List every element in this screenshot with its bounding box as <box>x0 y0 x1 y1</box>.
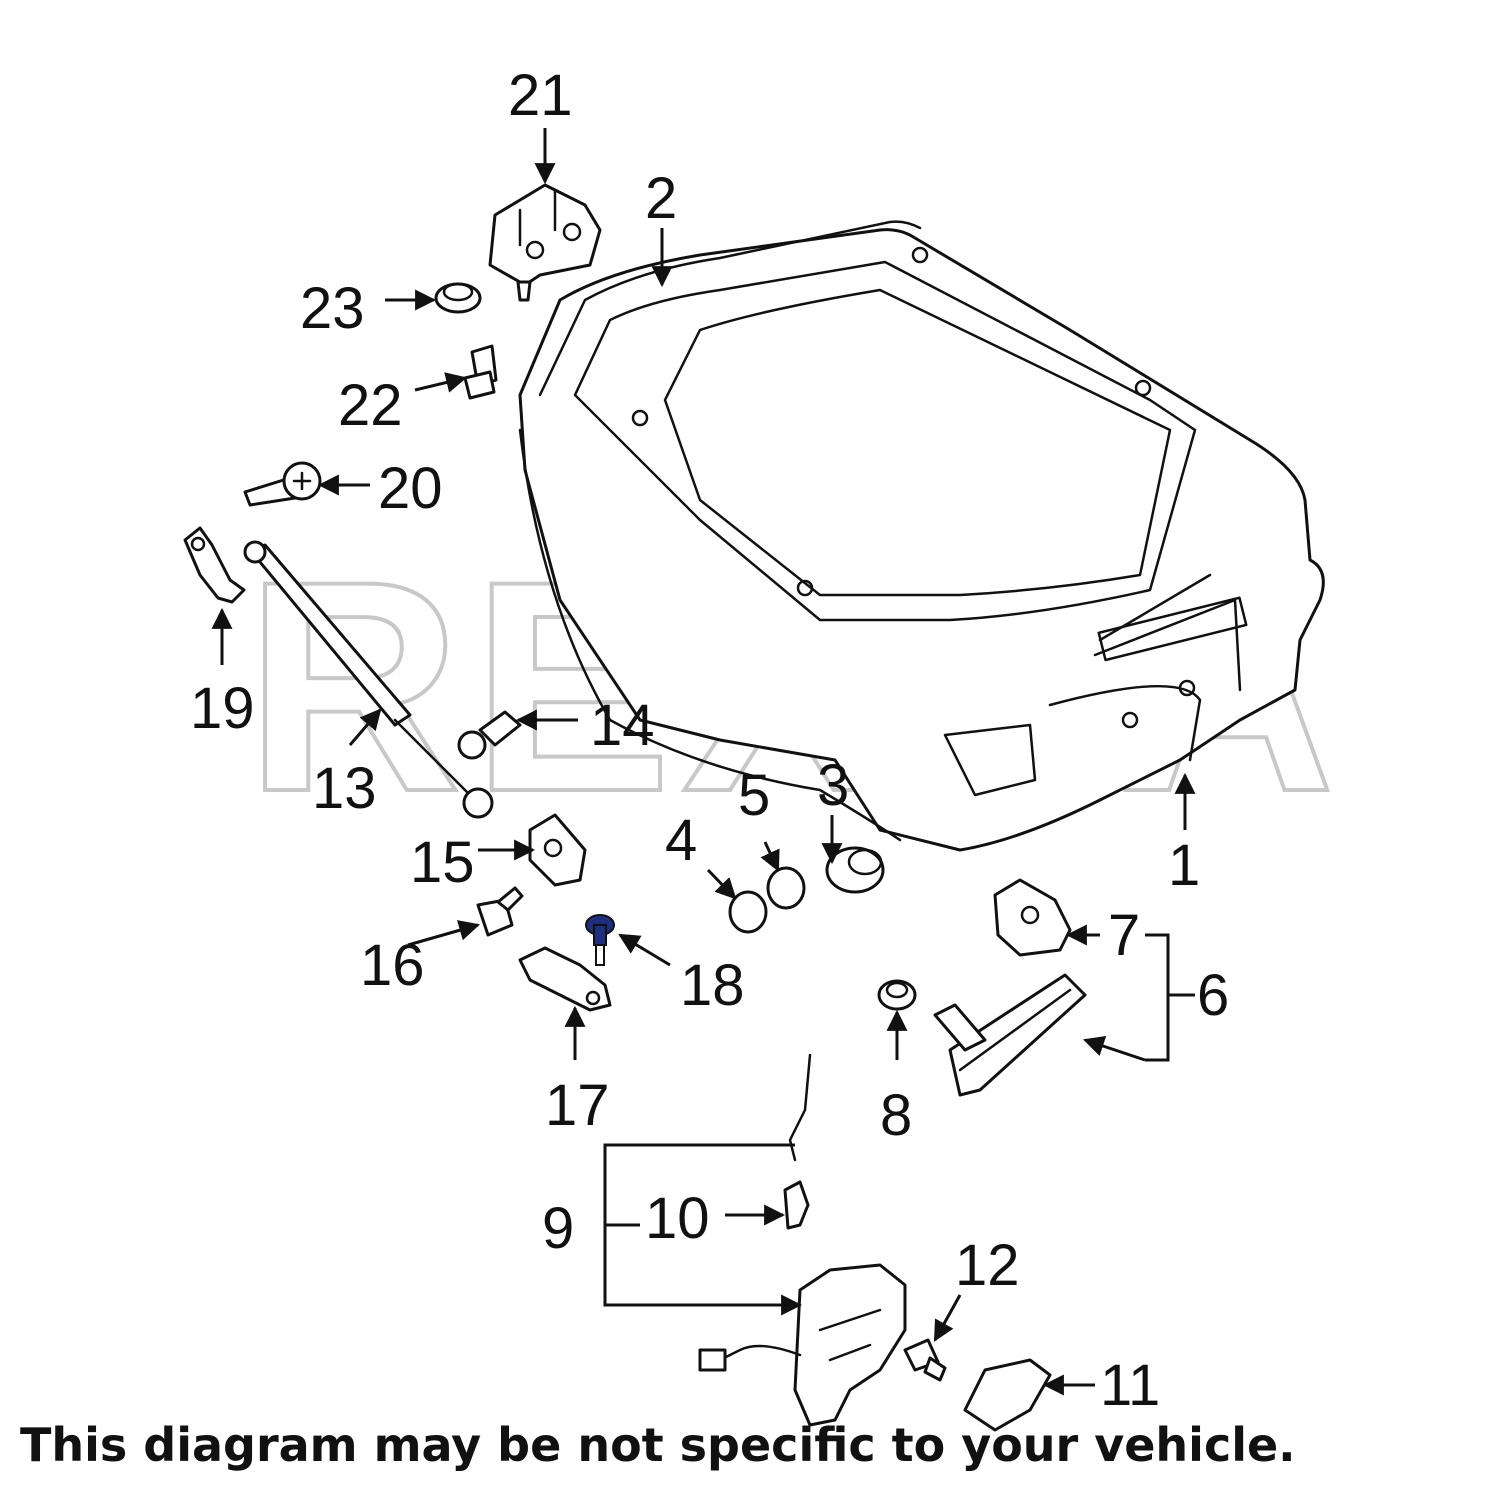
callout-9: 9 <box>542 1196 574 1261</box>
handle-part-6 <box>933 973 1087 1097</box>
latch-part-9 <box>698 1263 907 1427</box>
callout-4: 4 <box>665 808 697 873</box>
actuator-part-7 <box>993 878 1072 957</box>
callout-3: 3 <box>817 753 849 818</box>
callout-21: 21 <box>508 63 573 128</box>
bumper-part-3 <box>825 846 885 894</box>
callout-23: 23 <box>300 276 365 341</box>
rod-part-9 <box>788 1053 812 1162</box>
callout-19: 19 <box>190 676 255 741</box>
strut-part-13 <box>243 540 494 819</box>
bolt-part-16 <box>476 886 524 937</box>
callout-20: 20 <box>378 456 443 521</box>
callout-17: 17 <box>545 1073 610 1138</box>
callout-10: 10 <box>645 1186 710 1251</box>
callout-18: 18 <box>680 953 745 1018</box>
hinge-part-21 <box>488 183 602 302</box>
leader-lines <box>211 128 1196 1396</box>
callout-2: 2 <box>645 166 677 231</box>
callout-14: 14 <box>590 693 655 758</box>
callout-labels: 1 2 3 4 5 6 7 8 9 10 11 12 13 14 15 16 1… <box>190 63 1229 1418</box>
grommet-part-8 <box>877 979 917 1011</box>
bolt-part-18-highlighted <box>585 914 615 966</box>
weatherstrip-part-2 <box>518 220 922 842</box>
callout-16: 16 <box>360 933 425 998</box>
plug-part-5 <box>766 866 806 910</box>
bracket-part-19 <box>183 526 246 604</box>
callout-7: 7 <box>1108 903 1140 968</box>
screw-part-20 <box>243 461 322 507</box>
callout-8: 8 <box>880 1083 912 1148</box>
callout-1: 1 <box>1168 833 1200 898</box>
bolt-part-12 <box>903 1338 947 1382</box>
bolt-part-22 <box>463 344 498 400</box>
callout-12: 12 <box>955 1233 1020 1298</box>
liftgate-part-1 <box>518 228 1325 852</box>
callout-6: 6 <box>1197 963 1229 1028</box>
callout-11: 11 <box>1100 1353 1160 1418</box>
callout-15: 15 <box>410 830 475 895</box>
clip-part-10 <box>783 1180 810 1230</box>
disclaimer-text: This diagram may be not specific to your… <box>20 1418 1296 1472</box>
disclaimer-banner: This diagram may be not specific to your… <box>0 1418 1500 1488</box>
bracket-part-17 <box>518 946 612 1012</box>
callout-13: 13 <box>312 756 377 821</box>
callout-22: 22 <box>338 373 403 438</box>
callout-5: 5 <box>738 763 770 828</box>
plug-part-4 <box>728 890 768 934</box>
grommet-part-23 <box>434 282 482 314</box>
